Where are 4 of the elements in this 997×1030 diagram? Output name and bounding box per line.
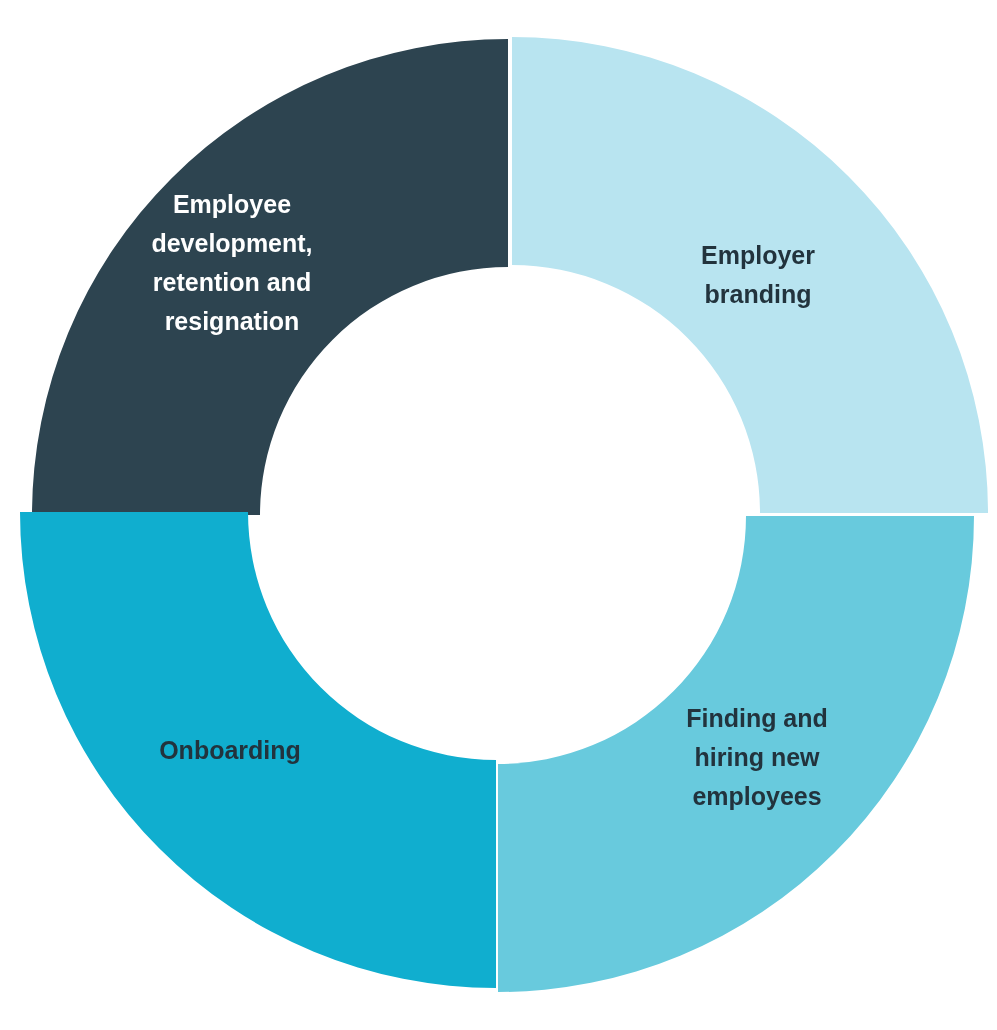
segment-label: Employee development, retention and resignation	[150, 189, 314, 337]
segment-label: Finding and hiring new employees	[685, 702, 829, 812]
segment-label: Employer branding	[700, 240, 816, 310]
segment-label: Onboarding	[158, 734, 302, 766]
